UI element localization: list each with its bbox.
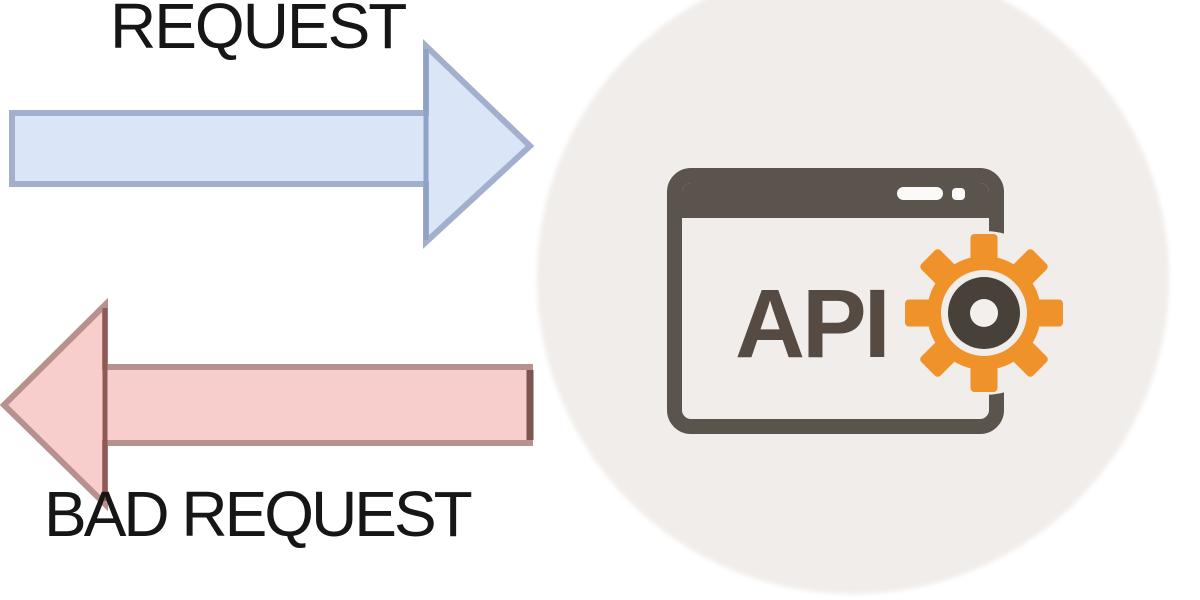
- request-label: REQUEST: [110, 0, 407, 62]
- bad-request-arrow: [0, 297, 534, 512]
- browser-titlebar: [682, 183, 989, 218]
- titlebar-dash: [897, 187, 943, 200]
- titlebar-dot: [952, 188, 965, 200]
- bad-request-label: BAD REQUEST: [44, 478, 473, 550]
- request-arrow: [9, 38, 535, 249]
- gear-icon: [902, 231, 1066, 395]
- api-label: API: [735, 269, 891, 378]
- gear-hub-hole: [970, 299, 998, 327]
